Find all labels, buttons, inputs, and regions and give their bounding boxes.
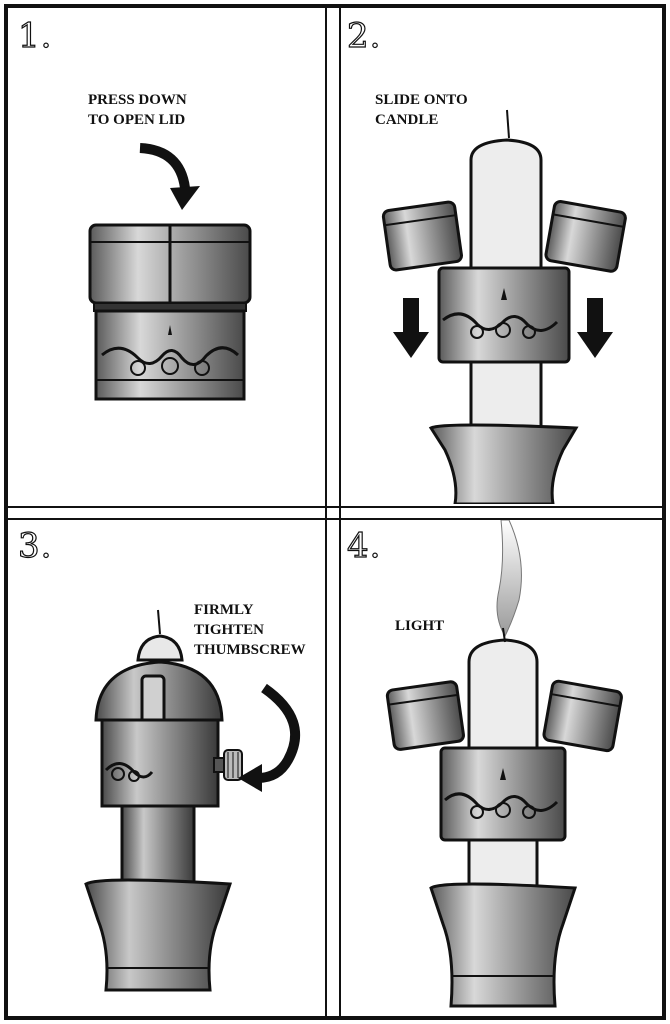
panel-border [8, 506, 662, 508]
arrow-head-icon [170, 186, 200, 210]
down-arrow-left-icon [393, 298, 429, 358]
step-2-number: 2. [346, 15, 382, 56]
tighten-arrow-icon [257, 683, 301, 783]
instruction-sheet [4, 4, 666, 1020]
follower-closed-icon [94, 660, 224, 808]
follower-band-icon [439, 746, 567, 842]
flame-icon [496, 520, 522, 638]
step-3-illustration [84, 609, 301, 992]
step-1-number: 1. [17, 15, 53, 56]
step-1-caption: PRESS DOWN TO OPEN LID [88, 92, 187, 128]
step-4-panel: 4. LIGHT [343, 520, 660, 1014]
step-4-illustration [385, 520, 623, 1008]
panel-border [325, 8, 327, 1016]
open-lid-right-icon [544, 200, 627, 273]
thumbscrew-icon [213, 749, 243, 781]
candlestick-icon [84, 878, 233, 992]
step-3-panel: 3. FIRMLY TIGHTEN THUMBSCREW [10, 520, 323, 1014]
down-arrow-right-icon [577, 298, 613, 358]
step-4-number: 4. [346, 525, 382, 566]
press-arrow-icon [139, 143, 190, 189]
open-lid-left-icon [381, 200, 463, 272]
open-lid-left-icon [385, 680, 465, 751]
panel-border [339, 8, 341, 1016]
step-2-panel: 2. SLIDE ONTO CANDLE [343, 10, 660, 504]
step-2-illustration [381, 109, 627, 504]
open-lid-right-icon [542, 679, 623, 753]
step-3-caption: FIRMLY TIGHTEN THUMBSCREW [194, 602, 306, 658]
panel-border [8, 518, 662, 520]
candlestick-icon [429, 882, 578, 1008]
follower-lid-icon [88, 223, 252, 401]
step-1-panel: 1. PRESS DOWN TO OPEN LID [10, 10, 323, 504]
step-1-illustration [88, 143, 252, 401]
candlestick-icon [428, 423, 579, 504]
step-2-caption: SLIDE ONTO CANDLE [375, 92, 468, 128]
follower-band-icon [437, 266, 571, 364]
candle-icon [136, 634, 184, 662]
step-4-caption: LIGHT [395, 618, 445, 634]
step-3-number: 3. [17, 525, 53, 566]
